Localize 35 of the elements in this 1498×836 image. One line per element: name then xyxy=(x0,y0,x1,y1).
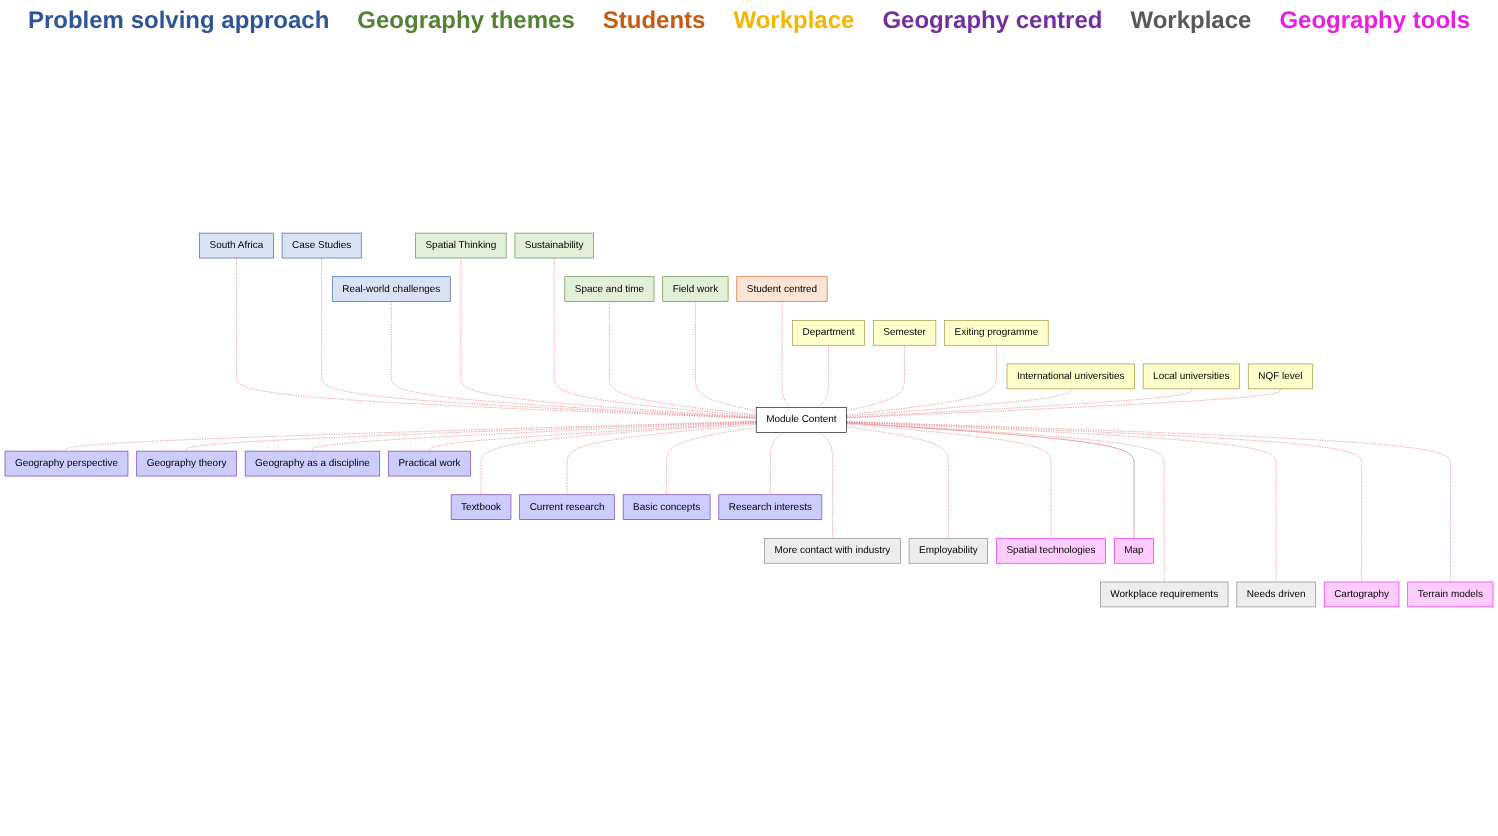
connector xyxy=(312,421,757,452)
connector xyxy=(846,426,949,539)
group-heading: Workplace xyxy=(1130,6,1252,34)
connector xyxy=(846,388,1071,417)
connector xyxy=(609,301,757,416)
connector xyxy=(846,388,1281,419)
connector xyxy=(846,344,905,411)
group-heading: Students xyxy=(602,6,706,34)
group-heading: Geography tools xyxy=(1279,6,1471,34)
connector xyxy=(770,432,784,496)
connector xyxy=(846,422,1165,583)
connector xyxy=(846,421,1277,583)
connector xyxy=(480,422,757,496)
connector xyxy=(846,388,1192,418)
group-heading: Workplace xyxy=(733,6,855,34)
group-heading: Geography centred xyxy=(882,6,1103,34)
connector xyxy=(429,422,757,452)
connector xyxy=(553,257,757,417)
connector xyxy=(846,422,1135,539)
connector xyxy=(460,257,757,418)
connector xyxy=(818,432,833,539)
connector xyxy=(846,423,1052,539)
group-heading: Problem solving approach xyxy=(27,6,330,34)
group-heading: Geography themes xyxy=(357,6,575,34)
connector xyxy=(236,257,757,419)
connector xyxy=(390,301,757,418)
connector xyxy=(186,421,757,452)
connector xyxy=(566,423,757,496)
connector xyxy=(666,427,757,496)
connector xyxy=(846,344,997,416)
connector xyxy=(66,421,757,452)
connector xyxy=(321,257,757,419)
connector xyxy=(816,344,829,408)
connector xyxy=(695,301,757,411)
connector xyxy=(781,301,791,408)
